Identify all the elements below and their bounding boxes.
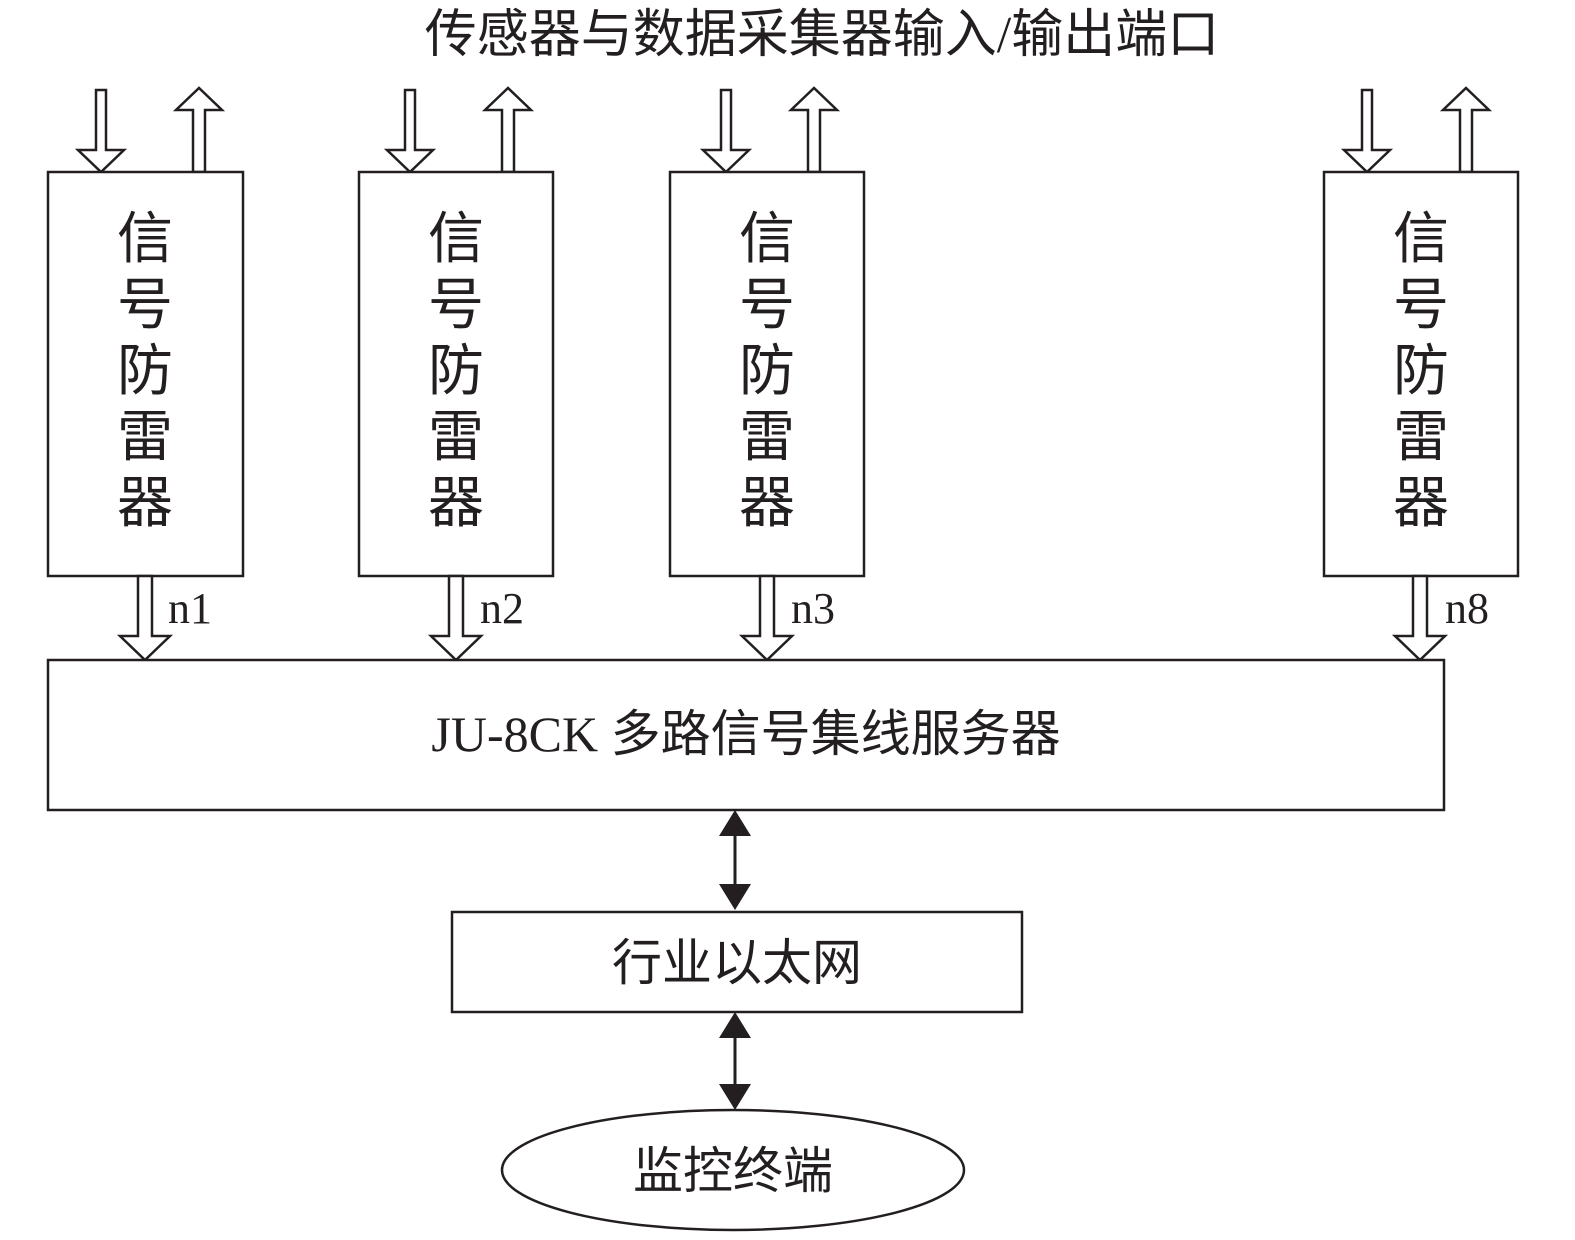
bidirectional-arrow-server-network [719,810,751,910]
arrester-label-char: 信 [739,209,795,271]
arrester-label-char: 信 [1393,209,1449,271]
arrester-unit-8: 信 号 防 雷 器 n8 [1322,86,1520,662]
arrester-unit-1: 信 号 防 雷 器 n1 [46,86,245,662]
input-arrow [383,88,437,174]
arrester-label-char: 防 [739,341,795,403]
diagram-title: 传感器与数据采集器输入/输出端口 [425,7,1219,64]
arrester-label-char: 雷 [739,407,795,469]
arrester-label-char: 雷 [117,407,173,469]
arrester-unit-3: 信 号 防 雷 器 n3 [668,86,866,662]
bidirectional-arrow-network-terminal [719,1012,751,1110]
output-arrow [481,86,535,174]
signal-arrester-box [357,170,555,578]
arrester-label-char: 信 [117,209,173,271]
port-label: n2 [480,584,524,633]
arrester-label-char: 防 [117,341,173,403]
arrester-label-char: 号 [117,275,173,337]
arrester-label-char: 信 [428,209,484,271]
port-label: n1 [168,584,212,633]
port-label: n3 [791,584,835,633]
input-arrow [74,88,128,174]
arrester-unit-2: 信 号 防 雷 器 n2 [357,86,555,662]
input-arrow [1340,88,1394,174]
hub-server-box [46,658,1446,812]
signal-arrester-box [1322,170,1520,578]
arrester-label-char: 防 [428,341,484,403]
arrester-label-char: 器 [117,473,173,535]
signal-arrester-box [668,170,866,578]
arrester-label-char: 号 [739,275,795,337]
arrester-label-char: 雷 [1393,407,1449,469]
downlink-arrow [1391,574,1449,662]
hub-server-label: JU-8CK 多路信号集线服务器 [431,706,1060,762]
port-label: n8 [1445,584,1489,633]
arrester-label-char: 号 [1393,275,1449,337]
downlink-arrow [738,574,796,662]
input-arrow [699,88,753,174]
ethernet-box [450,910,1024,1014]
arrester-label-char: 防 [1393,341,1449,403]
signal-arrester-box [46,170,245,578]
arrester-label-char: 号 [428,275,484,337]
downlink-arrow [427,574,485,662]
arrester-label-char: 雷 [428,407,484,469]
arrester-label-char: 器 [739,473,795,535]
output-arrow [787,86,841,174]
output-arrow [1439,86,1493,174]
arrester-label-char: 器 [1393,473,1449,535]
monitoring-terminal-label: 监控终端 [633,1143,833,1199]
arrester-label-char: 器 [428,473,484,535]
ethernet-label: 行业以太网 [612,935,862,991]
downlink-arrow [116,574,174,662]
output-arrow [172,86,226,174]
monitoring-terminal-ellipse [500,1108,966,1232]
